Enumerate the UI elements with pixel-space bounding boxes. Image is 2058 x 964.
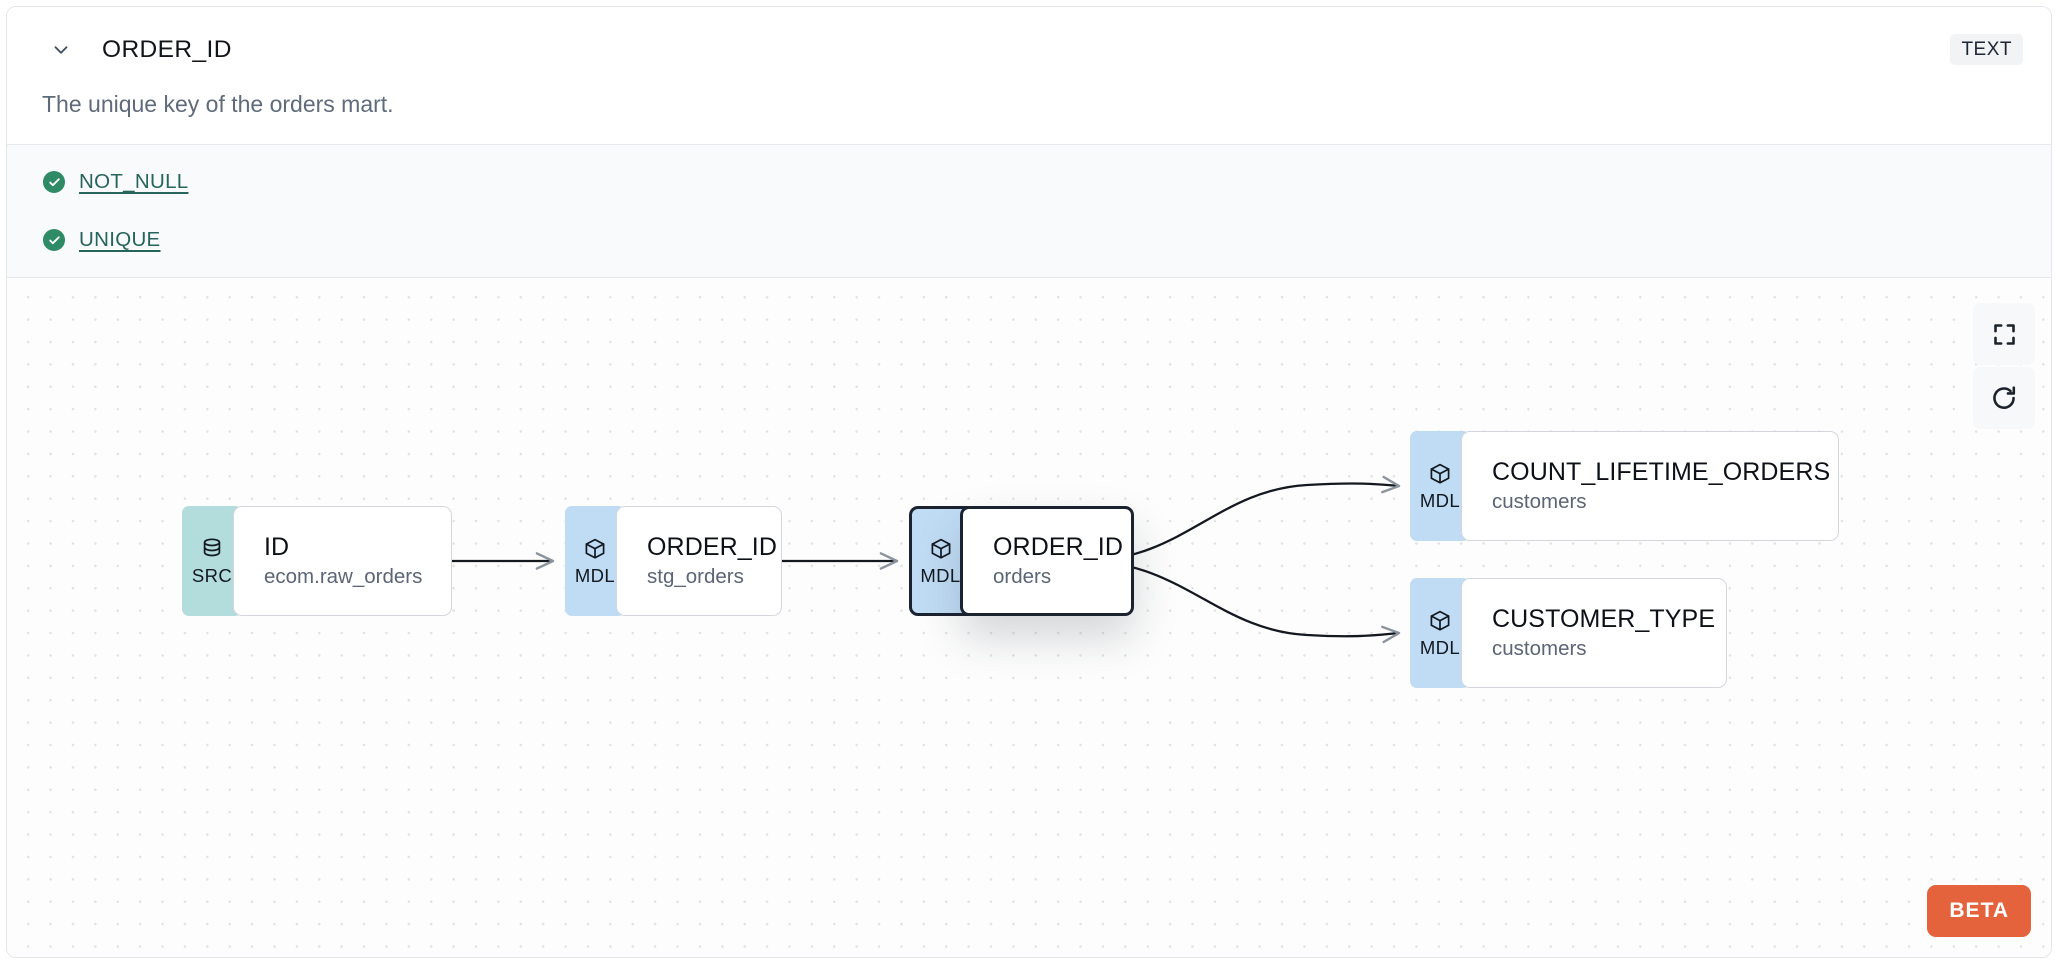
node-name: CUSTOMER_TYPE [1492, 605, 1716, 634]
lineage-node-stg-order-id[interactable]: MDL ORDER_ID stg_orders [565, 506, 782, 616]
node-badge-label: MDL [1419, 489, 1461, 511]
node-badge-label: MDL [574, 564, 616, 586]
node-subtitle: ecom.raw_orders [264, 565, 423, 589]
test-row: UNIQUE [43, 225, 161, 255]
data-type-badge: TEXT [1950, 34, 2023, 65]
chevron-down-icon[interactable] [47, 36, 75, 64]
node-badge-label: MDL [920, 564, 961, 586]
node-badge-label: MDL [1419, 636, 1461, 658]
lineage-edges [401, 475, 1401, 644]
page-title: ORDER_ID [102, 36, 232, 63]
canvas-toolbar [1973, 303, 2035, 429]
node-name: ORDER_ID [993, 533, 1123, 562]
node-body: ORDER_ID orders [960, 506, 1134, 616]
test-link-unique[interactable]: UNIQUE [79, 228, 161, 251]
test-row: NOT_NULL [43, 167, 188, 197]
beta-badge[interactable]: BETA [1927, 885, 2031, 937]
node-body: CUSTOMER_TYPE customers [1461, 578, 1727, 688]
node-subtitle: stg_orders [647, 565, 744, 589]
test-link-not-null[interactable]: NOT_NULL [79, 170, 189, 193]
check-circle-icon [43, 171, 65, 193]
lineage-canvas[interactable]: SRC ID ecom.raw_orders [7, 278, 2051, 957]
node-badge-src: SRC [182, 506, 242, 616]
tests-section: NOT_NULL UNIQUE [7, 144, 2051, 278]
lineage-node-source-id[interactable]: SRC ID ecom.raw_orders [182, 506, 452, 616]
node-body: ID ecom.raw_orders [233, 506, 452, 616]
node-name: ORDER_ID [647, 533, 777, 562]
node-body: ORDER_ID stg_orders [616, 506, 782, 616]
lineage-node-orders-order-id[interactable]: MDL ORDER_ID orders [909, 506, 1134, 616]
column-header: ORDER_ID TEXT The unique key of the orde… [7, 7, 2051, 144]
node-badge-mdl: MDL [909, 506, 969, 616]
cube-icon [583, 537, 607, 566]
cube-icon [929, 537, 953, 566]
node-body: COUNT_LIFETIME_ORDERS customers [1461, 431, 1839, 541]
database-icon [200, 537, 224, 566]
node-subtitle: customers [1492, 637, 1587, 661]
cube-icon [1428, 609, 1452, 638]
column-description: The unique key of the orders mart. [42, 91, 394, 117]
cube-icon [1428, 462, 1452, 491]
fit-view-button[interactable] [1973, 303, 2035, 365]
node-badge-label: SRC [191, 564, 233, 586]
node-name: COUNT_LIFETIME_ORDERS [1492, 458, 1831, 487]
lineage-node-customer-type[interactable]: MDL CUSTOMER_TYPE customers [1410, 578, 1727, 688]
node-name: ID [264, 533, 290, 562]
node-badge-mdl: MDL [565, 506, 625, 616]
node-subtitle: customers [1492, 490, 1587, 514]
check-circle-icon [43, 229, 65, 251]
panel-card: ORDER_ID TEXT The unique key of the orde… [6, 6, 2052, 958]
node-subtitle: orders [993, 565, 1052, 589]
lineage-node-count-lifetime-orders[interactable]: MDL COUNT_LIFETIME_ORDERS customers [1410, 431, 1839, 541]
node-badge-mdl: MDL [1410, 578, 1470, 688]
column-header-row: ORDER_ID [7, 29, 2051, 71]
refresh-button[interactable] [1973, 367, 2035, 429]
node-badge-mdl: MDL [1410, 431, 1470, 541]
